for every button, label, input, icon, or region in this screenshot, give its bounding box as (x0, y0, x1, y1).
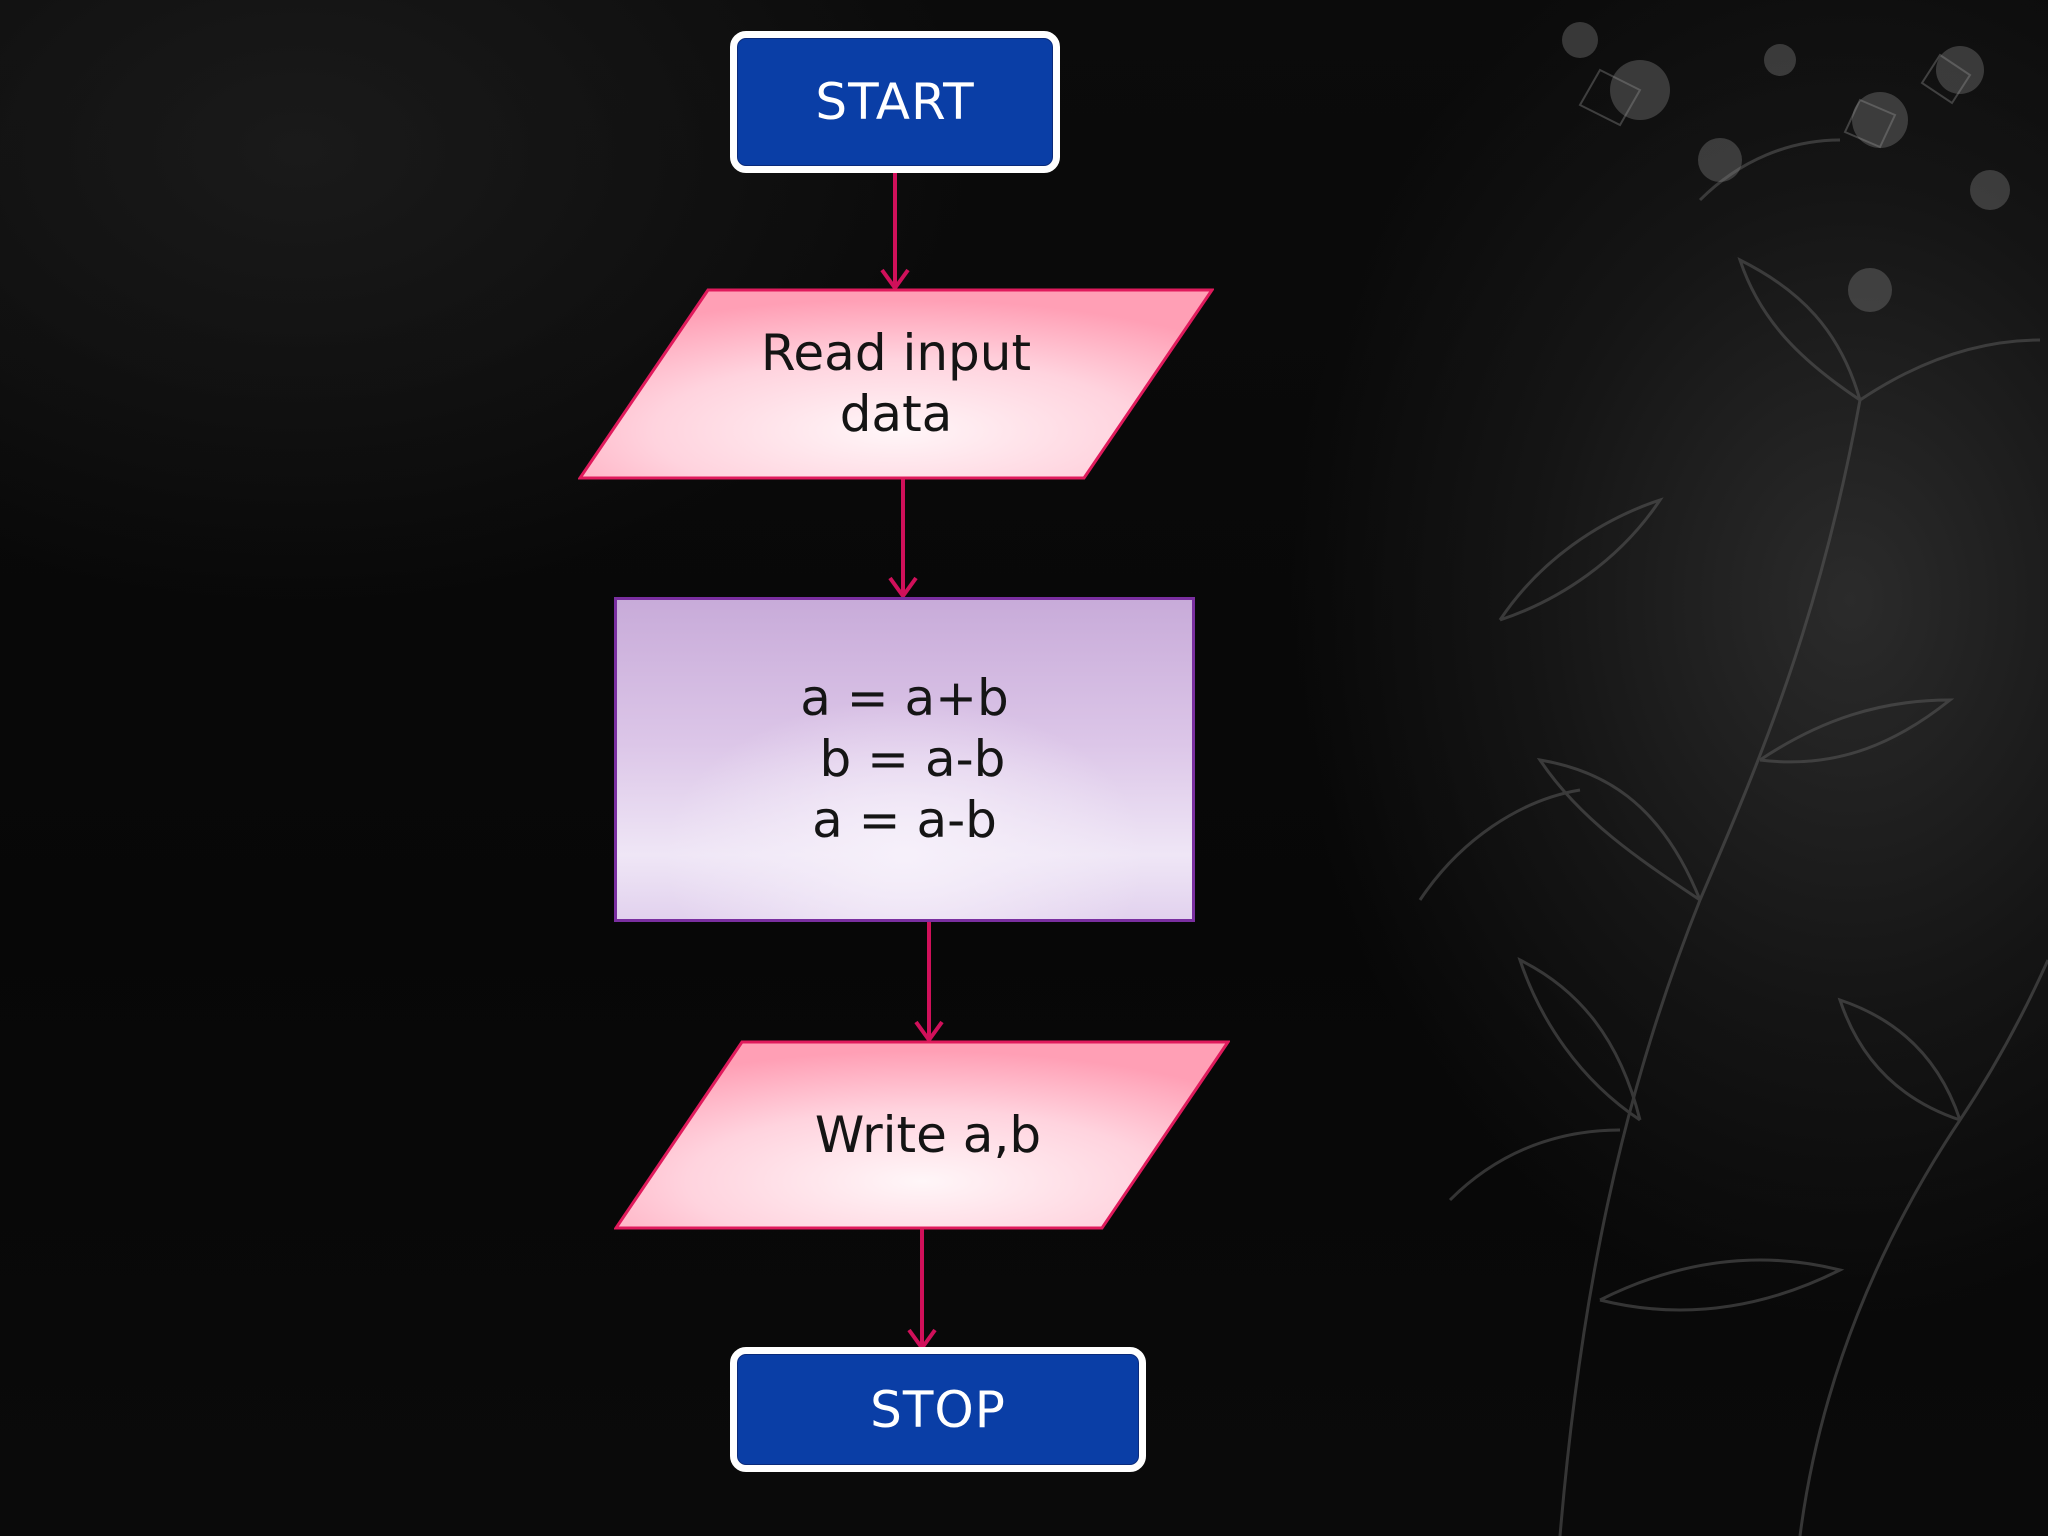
input-label-line-2: data (839, 385, 953, 443)
start-terminal: START (730, 31, 1060, 173)
arrowhead-1 (880, 268, 910, 292)
start-label: START (815, 73, 975, 131)
process-line-1: a = a+b (800, 669, 1009, 727)
process-line-3: a = a-b (812, 791, 997, 849)
arrowhead-3 (914, 1020, 944, 1044)
stop-terminal: STOP (730, 1347, 1146, 1472)
process-line-2: b = a-b (803, 730, 1006, 788)
output-label: Write a,b (814, 1105, 1042, 1164)
process-box: a = a+b b = a-b a = a-b (614, 597, 1195, 922)
arrowhead-2 (888, 576, 918, 600)
stop-label: STOP (870, 1380, 1006, 1439)
input-parallelogram: Read input data (578, 288, 1214, 480)
output-parallelogram: Write a,b (614, 1040, 1230, 1230)
input-label-line-1: Read input (760, 324, 1032, 382)
